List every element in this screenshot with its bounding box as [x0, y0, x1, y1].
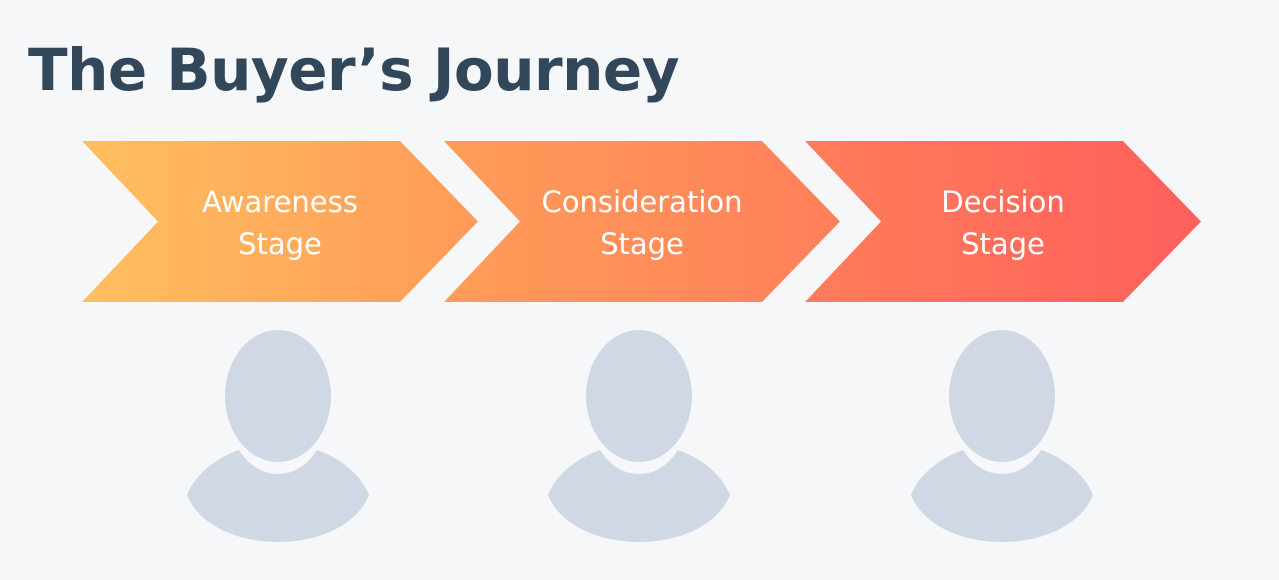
- stage-decision: Decision Stage: [805, 141, 1201, 302]
- stage-label: Awareness Stage: [82, 181, 478, 265]
- chevron-arrow-icon: [805, 141, 1201, 302]
- stage-label: Consideration Stage: [444, 181, 840, 265]
- person-avatar-icon: [911, 330, 1093, 542]
- chevron-arrow-icon: [444, 141, 840, 302]
- person-avatar-icon: [548, 330, 730, 542]
- stage-label-line1: Decision: [941, 185, 1065, 219]
- page-title: The Buyer’s Journey: [28, 36, 680, 104]
- stage-label-line1: Awareness: [202, 185, 358, 219]
- person-avatar-icon: [187, 330, 369, 542]
- stage-label: Decision Stage: [805, 181, 1201, 265]
- stage-consideration: Consideration Stage: [444, 141, 840, 302]
- stage-label-line1: Consideration: [541, 185, 743, 219]
- stage-label-line2: Stage: [600, 227, 684, 261]
- stage-label-line2: Stage: [961, 227, 1045, 261]
- stage-awareness: Awareness Stage: [82, 141, 478, 302]
- chevron-arrow-icon: [82, 141, 478, 302]
- stage-label-line2: Stage: [238, 227, 322, 261]
